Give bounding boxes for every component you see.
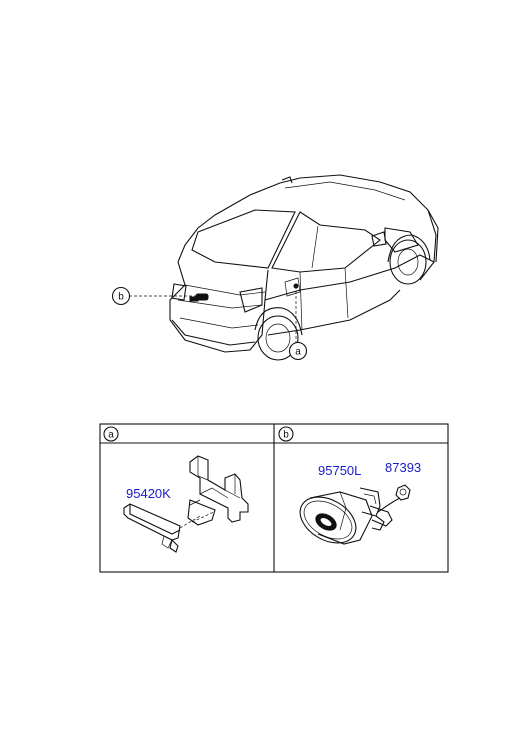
svg-text:b: b	[283, 430, 289, 441]
panel-b-header-tag: b	[278, 426, 294, 442]
rear-camera-emblem-illustration	[299, 484, 411, 545]
leader-dot-a	[293, 283, 299, 289]
part-number-95420K[interactable]: 95420K	[126, 486, 171, 501]
callout-b[interactable]: b	[111, 286, 131, 306]
svg-text:b: b	[118, 292, 124, 303]
callout-a[interactable]: a	[288, 341, 308, 361]
part-number-87393[interactable]: 87393	[385, 460, 421, 475]
svg-text:a: a	[108, 430, 114, 441]
svg-text:a: a	[295, 347, 301, 358]
detail-table	[99, 423, 449, 573]
part-number-95750L[interactable]: 95750L	[318, 463, 361, 478]
panel-a-header-tag: a	[103, 426, 119, 442]
bracket-part-illustration	[123, 455, 249, 553]
car-illustration	[169, 174, 439, 361]
